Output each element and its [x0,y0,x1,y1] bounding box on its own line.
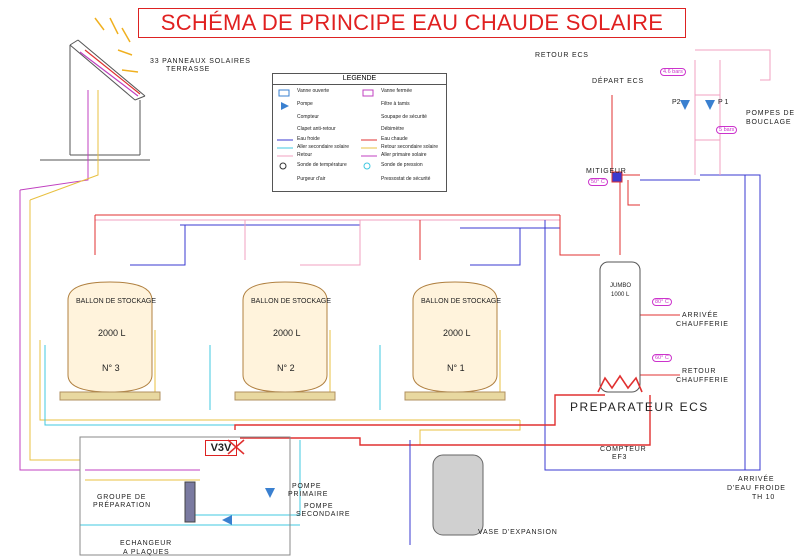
pressure-46-badge: 4.6 bars [660,68,686,76]
pump-icons [222,100,715,525]
arrivee-eau-label: ARRIVÉE [738,476,775,483]
tank-3-capacity: 2000 L [98,328,126,338]
legend-item: Filtre à tamis [381,101,410,107]
legend-item: Sonde de température [297,162,347,168]
groupe-preparation-label-2: PRÉPARATION [93,502,151,509]
arrivee-chaufferie-label-2: CHAUFFERIE [676,321,729,328]
panels-label: 33 PANNEAUX SOLAIRES [150,58,251,65]
preparation-group-frame [79,436,291,556]
mitigeur-valve-icon [611,171,623,183]
legend-item: Retour secondaire solaire [381,144,438,150]
tank-3-number: N° 3 [102,363,120,373]
tank-2-label: BALLON DE STOCKAGE [251,298,332,305]
tank-2-number: N° 2 [277,363,295,373]
legend-item: Aller secondaire solaire [297,144,349,150]
legend-item: Soupape de sécurité [381,114,427,120]
arrivee-eau-label-3: TH 10 [752,494,776,501]
mitigeur-label: MITIGEUR [586,168,627,175]
pump-p2-label: P2 [672,99,681,106]
arrivee-chaufferie-label: ARRIVÉE [682,312,719,319]
preparateur-label: PREPARATEUR ECS [570,400,709,414]
pompe-primaire-label-2: PRIMAIRE [288,491,329,498]
pompe-secondaire-label: POMPE [304,503,334,510]
echangeur-label: ECHANGEUR [120,540,172,547]
pompes-bouclage-label-2: BOUCLAGE [746,119,792,126]
legend-symbols [277,89,377,170]
tank-1-number: N° 1 [447,363,465,373]
groupe-preparation-label: GROUPE DE [97,494,147,501]
legend-item: Eau chaude [381,136,408,142]
legend-item: Retour [297,152,313,158]
legend-item: Purgeur d'air [297,176,326,182]
legend-item: Pompe [297,101,313,107]
legend-item: Clapet anti-retour [297,126,336,132]
retour-chaufferie-label: RETOUR [682,368,717,375]
pipework [19,49,771,545]
retour-chaufferie-label-2: CHAUFFERIE [676,377,729,384]
legend-item: Pressostat de sécurité [381,176,431,182]
legend: LEGENDE Vanne ouverte Pompe Compteur Cla… [272,73,447,192]
legend-title: LEGENDE [273,74,446,85]
pompe-secondaire-label-2: SECONDAIRE [296,511,351,518]
panels-label-2: TERRASSE [166,66,211,73]
retour-ecs-label: RETOUR ECS [535,52,589,59]
pompe-primaire-label: POMPE [292,483,322,490]
mitigeur-temp-badge: 50° C [588,178,608,186]
tank-1-capacity: 2000 L [443,328,471,338]
arrivee-temp-badge: 80° C [652,298,672,306]
jumbo-capacity: 1000 L [611,292,630,298]
legend-item: Sonde de pression [381,162,423,168]
tank-3-label: BALLON DE STOCKAGE [76,298,157,305]
solar-panel-array [40,39,150,161]
plate-exchanger [184,481,196,523]
legend-item: Vanne ouverte [297,88,330,94]
tank-1-label: BALLON DE STOCKAGE [421,298,502,305]
jumbo-label: JUMBO [610,283,631,289]
expansion-vessel [432,454,484,536]
tank-bases [59,391,506,401]
pompes-bouclage-label: POMPES DE [746,110,795,117]
legend-item: Compteur [297,114,319,120]
legend-item: Eau froide [297,136,320,142]
storage-tank-2 [242,281,328,393]
pump-p1-label: P 1 [718,99,729,106]
sun-rays-icon [94,17,139,73]
depart-ecs-label: DÉPART ECS [592,78,644,85]
tank-2-capacity: 2000 L [273,328,301,338]
v3v-label: V3V [205,440,237,456]
retour-temp-badge: 60° C [652,354,672,362]
pressure-5-badge: 5 bars [716,126,738,134]
storage-tank-1 [412,281,498,393]
vase-expansion-label: VASE D'EXPANSION [478,529,558,536]
arrivee-eau-label-2: D'EAU FROIDE [727,485,786,492]
legend-item: Vanne fermée [381,88,413,94]
storage-tank-3 [67,281,153,393]
echangeur-label-2: A PLAQUES [123,549,170,556]
legend-item: Débimètre [381,126,405,132]
page-title: SCHÉMA DE PRINCIPE EAU CHAUDE SOLAIRE [138,8,686,38]
compteur-label-2: EF3 [612,454,628,461]
jumbo-tank [597,261,643,393]
legend-item: Aller primaire solaire [381,152,427,158]
compteur-label: COMPTEUR [600,446,647,453]
